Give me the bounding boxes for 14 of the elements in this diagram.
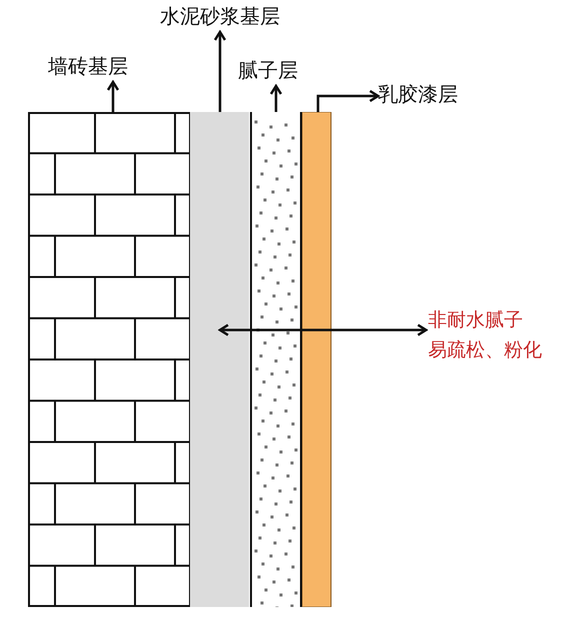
putty-layer (250, 112, 302, 607)
latex-paint-layer (302, 112, 332, 607)
cement-mortar-layer (190, 112, 250, 607)
note-text: 易疏松、粉化 (428, 338, 542, 363)
layer-label: 腻子层 (238, 58, 328, 86)
layer-label: 乳胶漆层 (378, 82, 490, 110)
layer-label: 墙砖基层 (48, 54, 160, 82)
layer-label: 水泥砂浆基层 (160, 4, 330, 32)
note-text: 非耐水腻子 (428, 308, 523, 333)
arrow (214, 30, 226, 112)
arrow (106, 80, 120, 112)
arrow (316, 90, 380, 112)
brick-wall-drawing (28, 112, 190, 607)
arrow (270, 84, 282, 112)
